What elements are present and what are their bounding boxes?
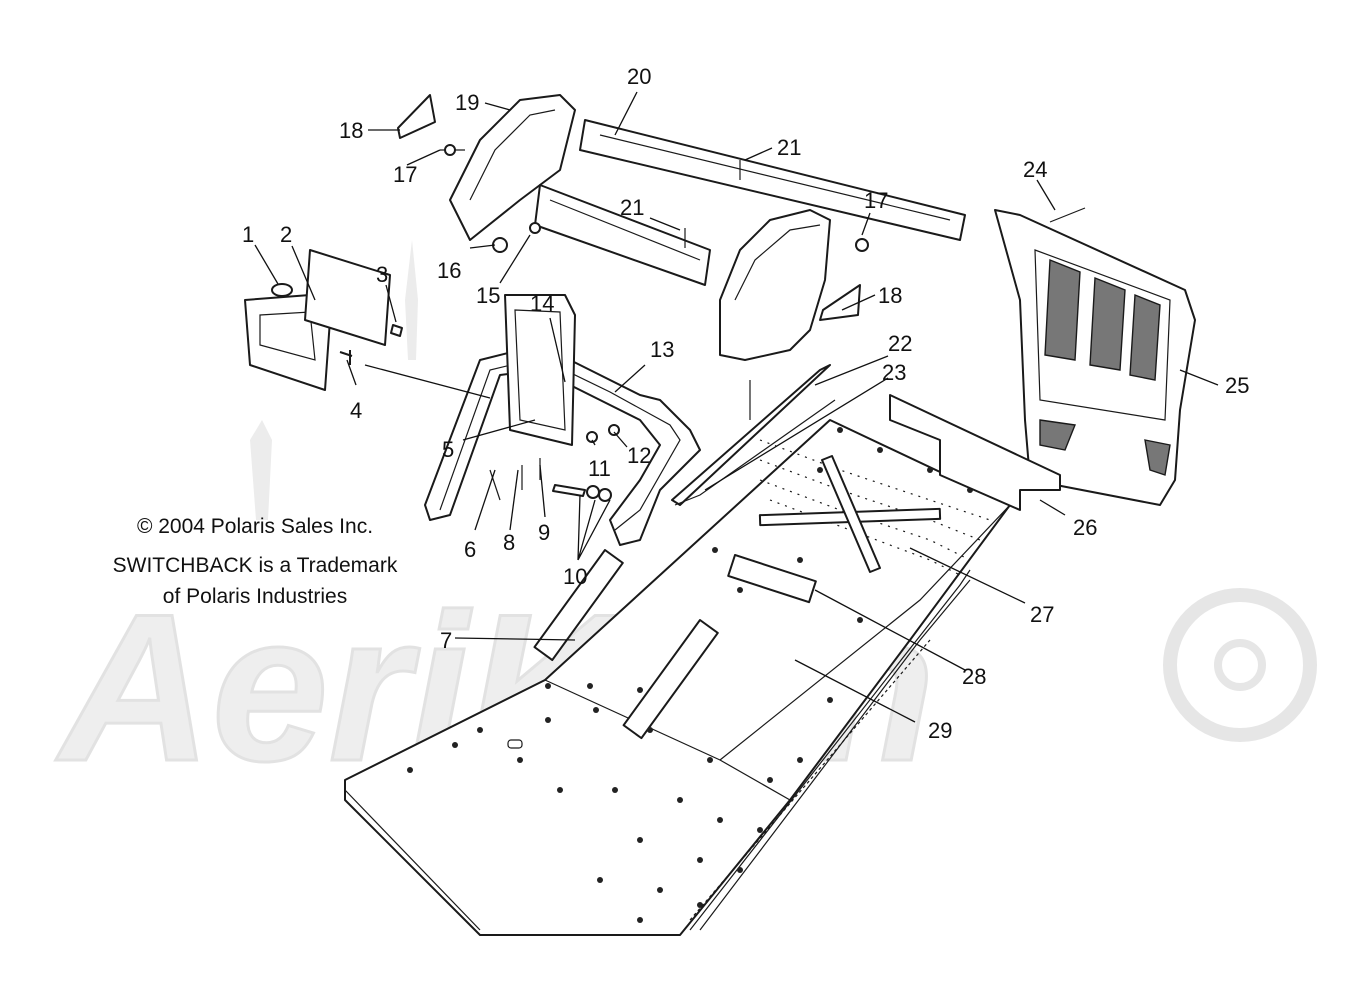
callout-21-upper: 21 bbox=[777, 135, 801, 160]
grab-handle-right bbox=[719, 209, 831, 361]
snow-flap bbox=[994, 209, 1196, 506]
callout-19: 19 bbox=[455, 90, 479, 115]
callout-28: 28 bbox=[962, 664, 986, 689]
callout-25: 25 bbox=[1225, 373, 1249, 398]
callout-8: 8 bbox=[503, 530, 515, 555]
callout-2: 2 bbox=[280, 222, 292, 247]
bracket-upper bbox=[579, 119, 966, 241]
flap-bracket bbox=[889, 394, 1061, 511]
callout-29: 29 bbox=[928, 718, 952, 743]
bracket-lower bbox=[534, 184, 711, 286]
callout-27: 27 bbox=[1030, 602, 1054, 627]
copyright-line-3: of Polaris Industries bbox=[162, 585, 348, 608]
callout-15: 15 bbox=[476, 283, 500, 308]
callout-9: 9 bbox=[538, 520, 550, 545]
callout-5: 5 bbox=[442, 437, 454, 462]
callout-11: 11 bbox=[588, 456, 611, 481]
callout-7: 7 bbox=[440, 628, 452, 653]
callout-14: 14 bbox=[530, 291, 554, 316]
side-bracket bbox=[671, 364, 836, 506]
callout-18-right: 18 bbox=[878, 283, 902, 308]
callout-17-right: 17 bbox=[864, 188, 888, 213]
callout-12: 12 bbox=[627, 443, 651, 468]
callout-22: 22 bbox=[888, 331, 912, 356]
callout-16: 16 bbox=[437, 258, 461, 283]
callout-23: 23 bbox=[882, 360, 906, 385]
decal-right bbox=[819, 284, 861, 321]
taillight-assembly bbox=[244, 249, 403, 391]
leader-lines bbox=[254, 91, 1219, 723]
watermark-wheel bbox=[1163, 588, 1317, 742]
callout-1: 1 bbox=[242, 222, 254, 247]
callout-20: 20 bbox=[627, 64, 651, 89]
callout-4: 4 bbox=[350, 398, 362, 423]
cross-brace bbox=[758, 455, 942, 573]
callouts: 1 2 3 4 5 6 7 8 9 10 11 12 13 14 15 16 1… bbox=[242, 64, 1249, 743]
callout-26: 26 bbox=[1073, 515, 1097, 540]
callout-24: 24 bbox=[1023, 157, 1047, 182]
tunnel bbox=[344, 419, 1011, 936]
callout-18-left: 18 bbox=[339, 118, 363, 143]
taillight-5 bbox=[504, 294, 576, 446]
decal-left bbox=[397, 94, 436, 139]
callout-17-left: 17 bbox=[393, 162, 417, 187]
callout-3: 3 bbox=[376, 262, 388, 287]
copyright-line-1: © 2004 Polaris Sales Inc. bbox=[136, 515, 374, 538]
callout-6: 6 bbox=[464, 537, 476, 562]
grab-handle-left bbox=[449, 94, 576, 241]
callout-13: 13 bbox=[650, 337, 674, 362]
copyright-line-2: SWITCHBACK is a Trademark bbox=[112, 554, 398, 577]
callout-21-lower: 21 bbox=[620, 195, 644, 220]
callout-10: 10 bbox=[563, 564, 587, 589]
